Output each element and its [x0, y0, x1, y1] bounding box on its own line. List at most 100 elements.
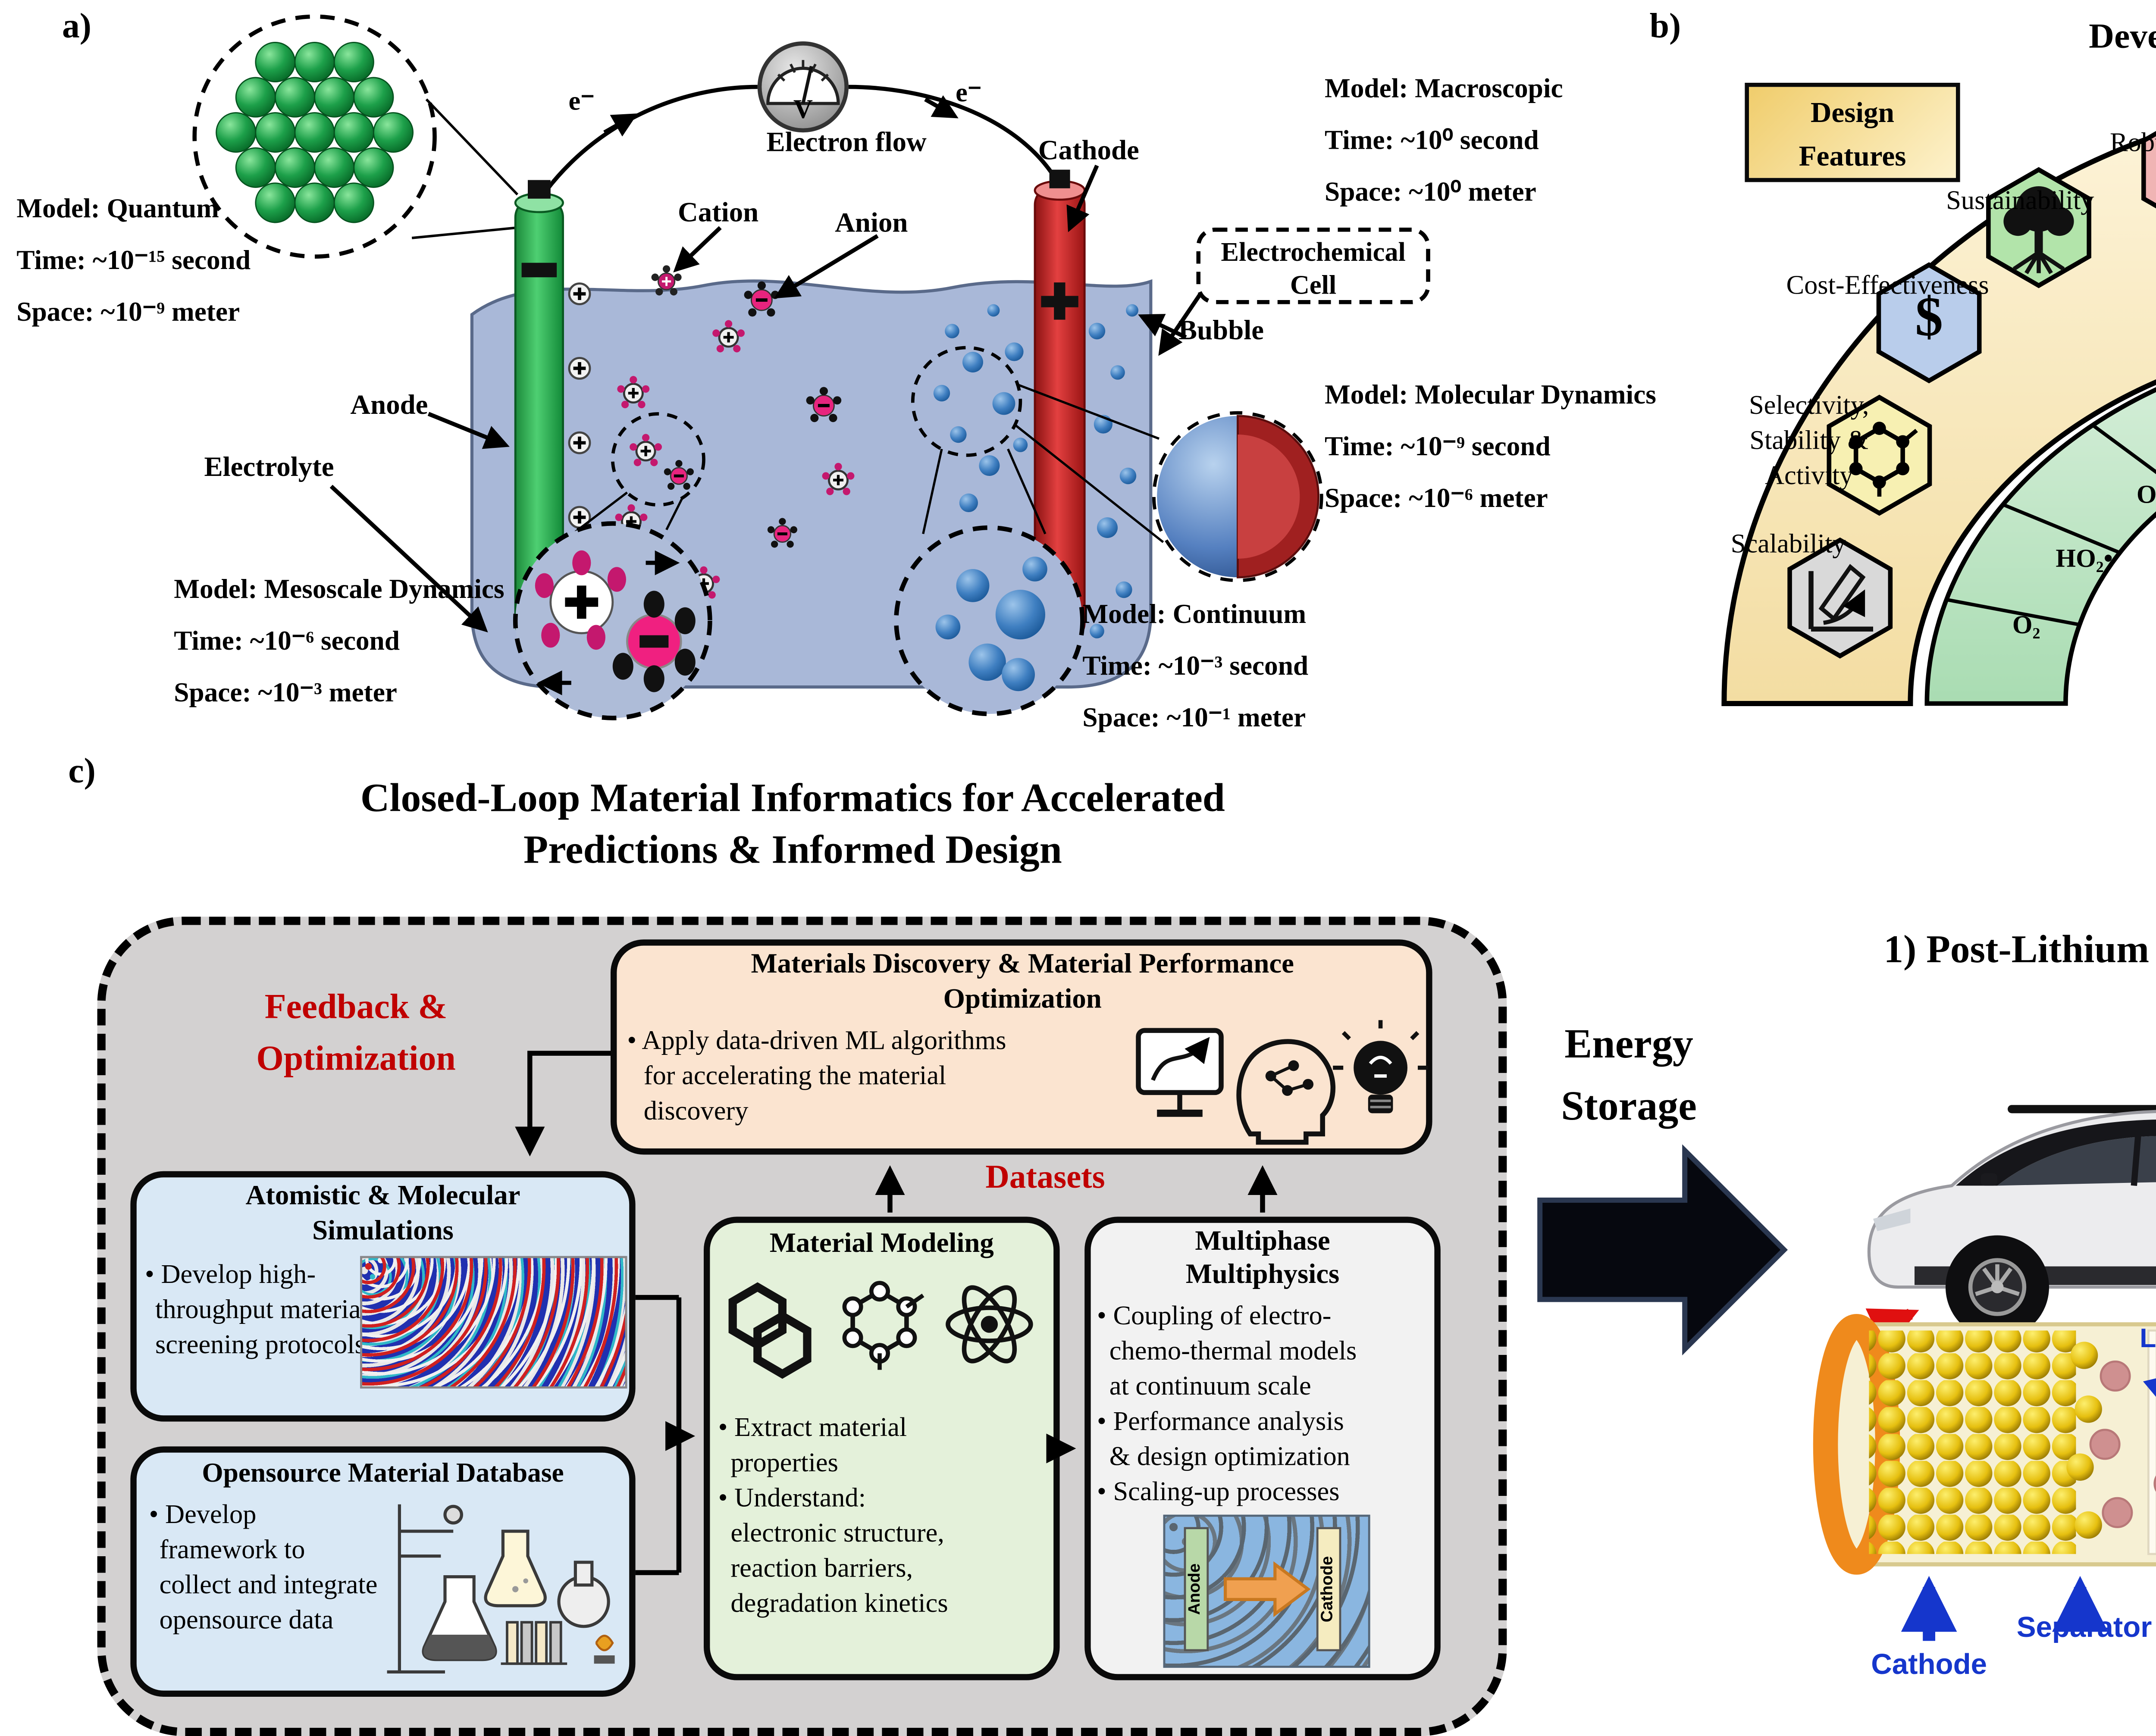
species-arch — [1924, 387, 2156, 706]
model-molecular: Model: Molecular Dynamics Time: ~10⁻⁹ se… — [1325, 368, 1656, 523]
species-o2: O₂ — [2012, 610, 2040, 640]
atomistic-title-l1: Atomistic & Molecular — [245, 1179, 520, 1211]
li-ions — [2089, 1361, 2156, 1528]
voltmeter-icon — [757, 41, 849, 133]
model-continuum: Model: Continuum Time: ~10⁻³ second Spac… — [1082, 588, 1308, 743]
cell-label-l2: Cell — [1290, 269, 1337, 300]
scalability-label: Scalability — [1730, 528, 1846, 559]
feedback-label-l2: Optimization — [256, 1038, 456, 1078]
opensource-b2: framework to — [159, 1533, 305, 1564]
model-macroscopic-l2: Time: ~10⁰ second — [1325, 124, 1539, 155]
opensource-b1: • Develop — [149, 1498, 257, 1530]
li-ion-label: Li⁺ — [2140, 1322, 2156, 1354]
continuum-zoom — [894, 525, 1085, 716]
post-lithium-drawing — [1813, 1105, 2156, 1641]
species-dividers — [1946, 423, 2156, 627]
bubble-label: Bubble — [1178, 314, 1264, 346]
modeling-b3: • Understand: — [718, 1481, 866, 1513]
species-ho2: HO₂• — [2056, 544, 2113, 573]
separator-line — [2147, 1329, 2156, 1555]
panel-c-tag: c) — [68, 751, 96, 791]
model-mesoscale: Model: Mesoscale Dynamics Time: ~10⁻⁶ se… — [174, 563, 505, 718]
model-molecular-l2: Time: ~10⁻⁹ second — [1325, 430, 1551, 462]
modeling-icons — [728, 1281, 1033, 1379]
discovery-box — [611, 939, 1432, 1155]
panel-b-tag: b) — [1649, 6, 1681, 46]
discovery-b1: • Apply data-driven ML algorithms — [627, 1024, 1006, 1055]
modeling-b4: electronic structure, — [730, 1517, 944, 1548]
e-minus-right: e⁻ — [956, 76, 982, 108]
modeling-b5: reaction barriers, — [730, 1552, 913, 1583]
energy-storage-label-l1: Energy — [1564, 1022, 1693, 1068]
opensource-b3: collect and integrate — [159, 1568, 378, 1600]
electrochemical-cell-box: Electrochemical Cell — [1196, 228, 1430, 304]
design-features-l1: Design — [1810, 99, 1895, 131]
panel-b-drawing — [1721, 131, 2156, 707]
cation-label: Cation — [677, 197, 759, 228]
model-quantum-l2: Time: ~10⁻¹⁵ second — [16, 244, 251, 275]
ml-monitor-icon — [1136, 1028, 1224, 1117]
sustainability-label: Sustainability — [1946, 184, 2094, 216]
mesoscale-zoom — [513, 521, 712, 720]
separator-batt-label: Separator — [2016, 1610, 2152, 1643]
robustness-label: Robustness — [2110, 126, 2156, 157]
mini-cathode-label: Cathode — [1317, 1556, 1336, 1623]
mini-anode-bar — [1184, 1527, 1209, 1652]
model-molecular-l1: Model: Molecular Dynamics — [1325, 378, 1656, 410]
model-quantum-l1: Model: Quantum — [16, 192, 219, 224]
multiphase-b4: • Performance analysis — [1097, 1405, 1344, 1436]
front-wheel — [1946, 1235, 2049, 1339]
multiphase-title-l2: Multiphysics — [1185, 1258, 1340, 1289]
discovery-title-l1: Materials Discovery & Material Performan… — [751, 948, 1294, 979]
design-features-l2: Features — [1799, 143, 1906, 174]
opensource-title: Opensource Material Database — [202, 1457, 564, 1488]
lightbulb-icon — [1333, 1020, 1429, 1114]
tree-icon — [2003, 186, 2074, 275]
panel-a-arrows — [329, 165, 1202, 633]
model-macroscopic-l1: Model: Macroscopic — [1325, 72, 1563, 104]
multiphase-b6: • Scaling-up processes — [1097, 1475, 1340, 1507]
model-mesoscale-l2: Time: ~10⁻⁶ second — [174, 625, 400, 656]
species-o3: O₃ — [2136, 480, 2156, 509]
dollar-icon: $ — [1915, 285, 1943, 348]
multiphase-title-l1: Multiphase — [1195, 1225, 1330, 1256]
cathode-particles — [1869, 1330, 2076, 1554]
model-mesoscale-l3: Space: ~10⁻³ meter — [174, 676, 397, 708]
mini-anode-label: Anode — [1185, 1563, 1204, 1615]
multiphase-b1: • Coupling of electro- — [1097, 1299, 1332, 1331]
modeling-b2: properties — [730, 1446, 838, 1478]
design-features-box: Design Features — [1745, 83, 1960, 182]
cathode-label: Cathode — [1038, 135, 1139, 166]
energy-storage-label-l2: Storage — [1561, 1084, 1697, 1130]
model-macroscopic: Model: Macroscopic Time: ~10⁰ second Spa… — [1325, 62, 1563, 217]
panel-b-title: Development of Electrochemical Systems — [2089, 16, 2156, 56]
electron-flow-label: Electron flow — [766, 126, 927, 157]
molecule-icon — [1849, 422, 1918, 497]
model-mesoscale-l1: Model: Mesoscale Dynamics — [174, 573, 505, 604]
panel-a-drawing — [192, 14, 1323, 720]
model-continuum-l3: Space: ~10⁻¹ meter — [1082, 701, 1306, 733]
discovery-icons — [1136, 1020, 1429, 1145]
multiphase-b2: chemo-thermal models — [1109, 1335, 1357, 1366]
anion-label: Anion — [835, 207, 908, 238]
datasets-label: Datasets — [985, 1160, 1105, 1196]
atomistic-b1: • Develop high- — [145, 1258, 316, 1289]
modeling-title: Material Modeling — [769, 1227, 994, 1258]
anode-label: Anode — [350, 389, 428, 420]
voltmeter-v-label: V — [793, 93, 813, 124]
multiphase-b3: at continuum scale — [1109, 1370, 1311, 1401]
mini-cathode-bar — [1316, 1527, 1341, 1652]
post-lithium-title: 1) Post-Lithium Batteries — [1883, 929, 2156, 973]
atom-icon — [946, 1285, 1033, 1364]
ev-car — [1867, 1105, 2156, 1339]
battery-schematic — [1813, 1314, 2156, 1575]
multiphase-b5: & design optimization — [1109, 1440, 1350, 1471]
ml-head-icon — [1236, 1039, 1335, 1145]
modeling-b6: degradation kinetics — [730, 1587, 948, 1618]
model-continuum-l1: Model: Continuum — [1082, 598, 1307, 629]
model-continuum-l2: Time: ~10⁻³ second — [1082, 650, 1309, 681]
ring-molecule-icon — [842, 1281, 924, 1370]
discovery-title-l2: Optimization — [943, 983, 1102, 1014]
opensource-b4: opensource data — [159, 1604, 334, 1635]
modeling-b1: • Extract material — [718, 1411, 907, 1442]
